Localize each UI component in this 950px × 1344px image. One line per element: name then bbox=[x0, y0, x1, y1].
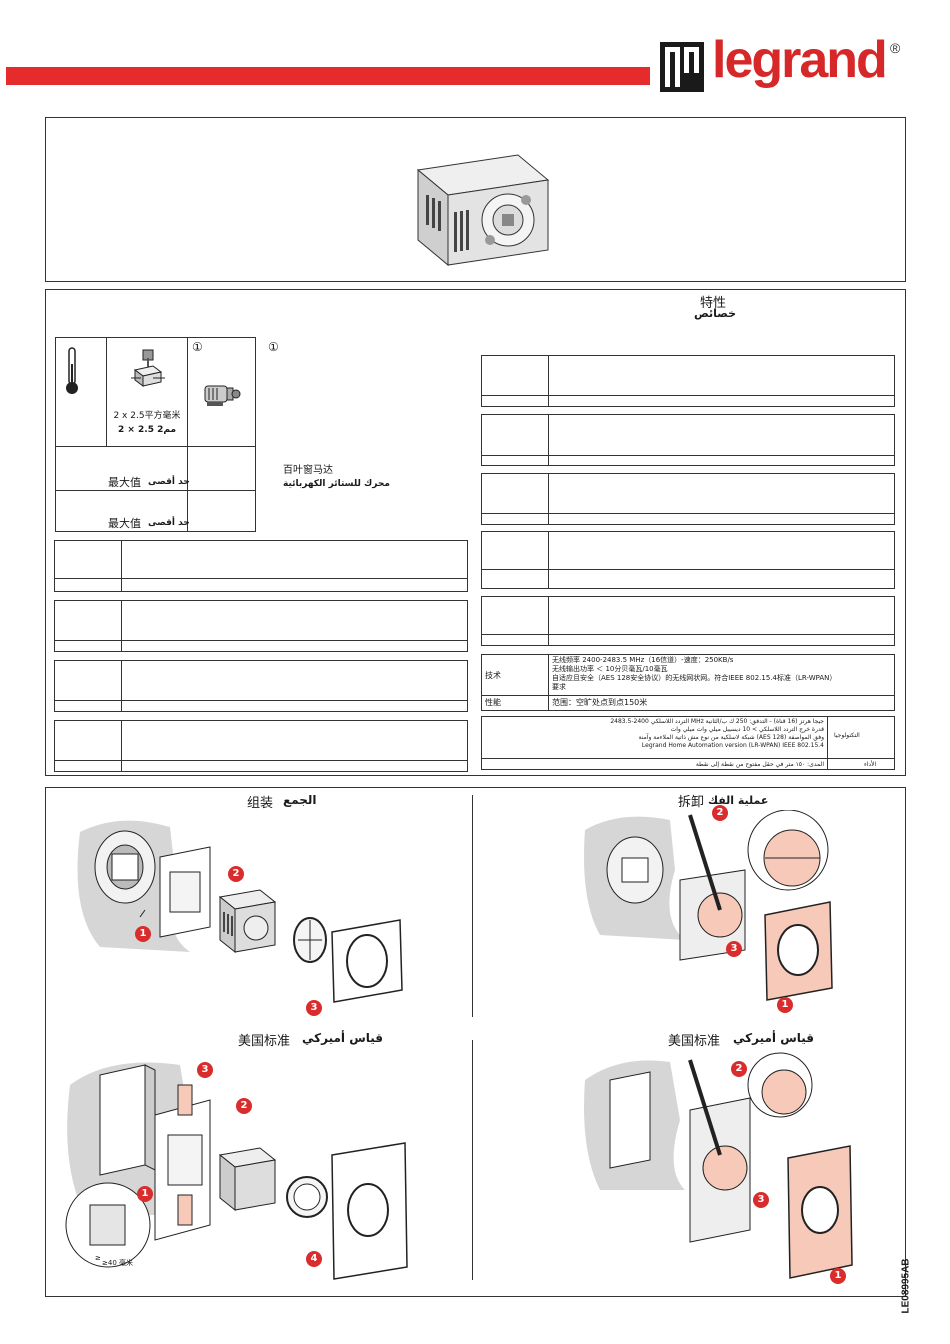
us-standard-title-ar-left: قياس أميركي bbox=[302, 1031, 384, 1045]
features-title-ar: خصائص bbox=[694, 307, 737, 320]
brand-name: legrand bbox=[712, 31, 888, 89]
ar-tech-line-1: التردد اللاسلكي 2400-2483.5 MHz جيجا هرت… bbox=[610, 718, 824, 725]
us-step-3-marker: 3 bbox=[197, 1062, 213, 1078]
us-standard-title-ar-right: قياس أميركي bbox=[733, 1031, 815, 1045]
header-red-bar bbox=[6, 67, 650, 85]
ar-perf-label: الأداء bbox=[864, 761, 877, 768]
perf-value-cn: 范围：空旷处点到点150米 bbox=[552, 698, 648, 707]
step-2-marker: 2 bbox=[228, 866, 244, 882]
motor-note-marker: ① bbox=[268, 340, 279, 354]
legrand-logo-icon bbox=[660, 42, 704, 92]
svg-text:≥: ≥ bbox=[95, 1254, 101, 1262]
features-title-zh: 特性 bbox=[700, 296, 727, 311]
tech-line-4: 要求 bbox=[552, 683, 566, 691]
divider-bottom bbox=[472, 1040, 473, 1280]
ar-perf-value: المدى: ١٥٠ متر في حقل مفتوح من نقطة إلى … bbox=[695, 761, 824, 768]
assembly-title-cn: 组装 bbox=[247, 796, 274, 811]
max-label-cn-2: 最大值 bbox=[108, 517, 141, 530]
registered-mark: ® bbox=[890, 40, 901, 56]
thermometer-icon bbox=[66, 347, 78, 394]
installation-panel bbox=[45, 787, 906, 1297]
ar-tech-label: التكنولوجيا bbox=[834, 732, 860, 739]
us-removal-step-2-marker: 2 bbox=[731, 1061, 747, 1077]
step-3-marker: 3 bbox=[306, 1000, 322, 1016]
depth-note: ≥40 毫米 bbox=[102, 1259, 133, 1267]
product-image-panel bbox=[45, 117, 906, 282]
us-removal-illustration bbox=[584, 1052, 853, 1279]
perf-label-cn: 性能 bbox=[485, 698, 501, 707]
max-label-ar-2: حد أقصى bbox=[148, 518, 190, 528]
us-step-1-marker: 1 bbox=[137, 1186, 153, 1202]
us-step-2-marker: 2 bbox=[236, 1098, 252, 1114]
ar-tech-line-4: Legrand Home Automation version (LR-WPAN… bbox=[641, 742, 824, 749]
divider-top bbox=[472, 795, 473, 1017]
max-label-cn-1: 最大值 bbox=[108, 476, 141, 489]
us-standard-title-cn-right: 美国标准 bbox=[668, 1034, 721, 1049]
us-step-4-marker: 4 bbox=[306, 1251, 322, 1267]
tech-line-3: 自适应且安全（AES 128安全协议）的无线网状网。符合IEEE 802.15.… bbox=[552, 674, 837, 682]
us-standard-title-cn-left: 美国标准 bbox=[238, 1034, 291, 1049]
us-removal-step-3-marker: 3 bbox=[753, 1192, 769, 1208]
tech-label-cn: 技术 bbox=[485, 671, 501, 680]
removal-title-ar: عملية الفك bbox=[708, 794, 769, 807]
wire-spec-ar: 2 × 2.5 مم2 bbox=[117, 425, 177, 435]
step-1-marker: 1 bbox=[135, 926, 151, 942]
assembly-title-ar: الجمع bbox=[283, 793, 317, 807]
terminal-screw-icon bbox=[131, 349, 165, 387]
removal-step-1-marker: 1 bbox=[777, 997, 793, 1013]
table-note-marker: ① bbox=[192, 340, 203, 354]
wire-spec-cn: 2 x 2.5平方毫米 bbox=[113, 411, 181, 421]
motor-label-ar: محرك للستائر الكهربائية bbox=[283, 479, 390, 489]
motor-icon bbox=[204, 385, 241, 406]
us-removal-step-1-marker: 1 bbox=[830, 1268, 846, 1284]
us-assembly-illustration: ≥ bbox=[65, 1062, 408, 1280]
max-label-ar-1: حد أقصى bbox=[148, 477, 190, 487]
document-code: LE08995AB bbox=[900, 1258, 912, 1314]
tech-line-2: 无线输出功率 ＜ 10分贝毫瓦/10毫瓦 bbox=[552, 665, 668, 673]
motor-label-cn: 百叶窗马达 bbox=[283, 465, 333, 476]
assembly-illustration bbox=[77, 820, 403, 1003]
removal-step-2-marker: 2 bbox=[712, 805, 728, 821]
terminal-table: 2 x 2.5平方毫米 2 × 2.5 مم2 ① 最大值 حد أقصى 最大… bbox=[55, 337, 256, 532]
removal-title-cn: 拆卸 bbox=[678, 795, 705, 810]
tech-table-ar: التردد اللاسلكي 2400-2483.5 MHz جيجا هرت… bbox=[481, 716, 895, 770]
tech-table-cn: 技术 无线频率 2400-2483.5 MHz（16信道）-速度：250KB/s… bbox=[481, 654, 895, 711]
tech-line-1: 无线频率 2400-2483.5 MHz（16信道）-速度：250KB/s bbox=[552, 656, 734, 664]
ar-tech-line-3: شبكة لاسلكية من نوع مش ذاتية الملاءمة وآ… bbox=[638, 734, 824, 741]
ar-tech-line-2: قدرة خرج التردد اللاسلكي > 10 ديسيبل ميل… bbox=[670, 726, 824, 733]
removal-step-3-marker: 3 bbox=[726, 941, 742, 957]
features-panel bbox=[45, 289, 906, 776]
removal-illustration bbox=[584, 810, 833, 1001]
product-module-image bbox=[416, 154, 550, 267]
